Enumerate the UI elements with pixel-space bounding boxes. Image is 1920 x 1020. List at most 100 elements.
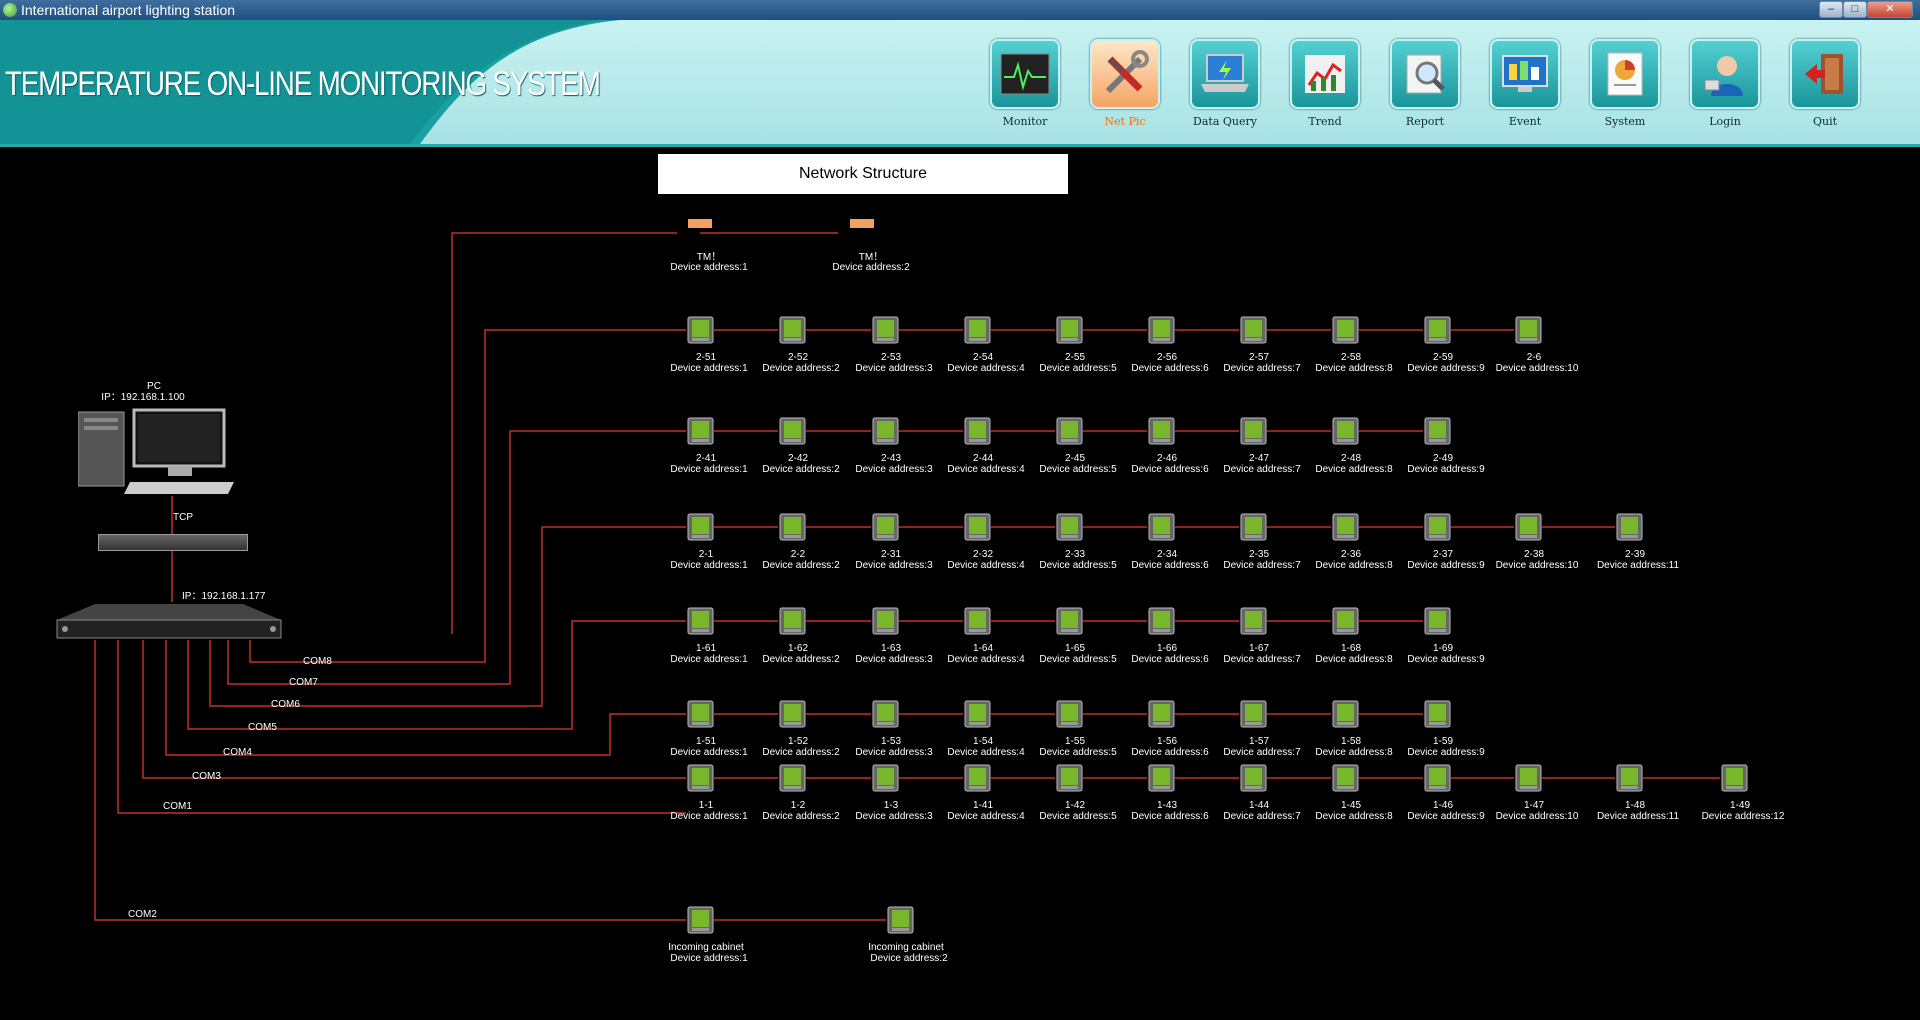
meter-device-1-48[interactable] (1616, 764, 1643, 792)
meter-device-2-36[interactable] (1332, 513, 1359, 541)
meter-device-1-56[interactable] (1148, 700, 1175, 728)
meter-device-1-55[interactable] (1056, 700, 1083, 728)
maximize-button[interactable]: □ (1843, 1, 1867, 18)
tcp-label: TCP (173, 512, 193, 523)
meter-device-2-44[interactable] (964, 417, 991, 445)
meter-device-1-49[interactable] (1721, 764, 1748, 792)
meter-device-2-37[interactable] (1424, 513, 1451, 541)
tm-device-2[interactable] (850, 219, 874, 228)
nav-button-trend[interactable]: Trend (1290, 39, 1360, 128)
device-name-label: 2-33 (1064, 549, 1086, 560)
meter-device-2-32[interactable] (964, 513, 991, 541)
meter-device-2-39[interactable] (1616, 513, 1643, 541)
nav-button-event[interactable]: Event (1490, 39, 1560, 128)
meter-device-1-52[interactable] (779, 700, 806, 728)
meter-device-1-63[interactable] (872, 607, 899, 635)
meter-device-1-62[interactable] (779, 607, 806, 635)
meter-device-1-65[interactable] (1056, 607, 1083, 635)
device-address-label: Device address:3 (855, 464, 933, 475)
meter-device-2-48[interactable] (1332, 417, 1359, 445)
nav-button-net-pic[interactable]: Net Pic (1090, 39, 1160, 128)
meter-device-1-46[interactable] (1424, 764, 1451, 792)
meter-device-2-33[interactable] (1056, 513, 1083, 541)
meter-device-1-42[interactable] (1056, 764, 1083, 792)
meter-device-1-2[interactable] (779, 764, 806, 792)
device-name-label: 1-48 (1624, 800, 1646, 811)
meter-device-1-61[interactable] (687, 607, 714, 635)
meter-device-2-45[interactable] (1056, 417, 1083, 445)
meter-device-1-41[interactable] (964, 764, 991, 792)
meter-device-1-53[interactable] (872, 700, 899, 728)
serial-server-icon[interactable] (55, 602, 283, 640)
meter-device-2-59[interactable] (1424, 316, 1451, 344)
meter-device-incoming-cabinet[interactable] (887, 906, 914, 934)
meter-device-2-35[interactable] (1240, 513, 1267, 541)
nav-button-login[interactable]: Login (1690, 39, 1760, 128)
meter-device-2-55[interactable] (1056, 316, 1083, 344)
device-name-label: 2-51 (695, 352, 717, 363)
meter-device-1-58[interactable] (1332, 700, 1359, 728)
meter-device-1-44[interactable] (1240, 764, 1267, 792)
meter-device-incoming-cabinet[interactable] (687, 906, 714, 934)
meter-device-2-51[interactable] (687, 316, 714, 344)
device-address-label: Device address:6 (1131, 464, 1209, 475)
nav-button-system[interactable]: System (1590, 39, 1660, 128)
meter-device-2-46[interactable] (1148, 417, 1175, 445)
meter-device-1-47[interactable] (1515, 764, 1542, 792)
meter-device-1-1[interactable] (687, 764, 714, 792)
device-address-label: Device address:10 (1495, 363, 1579, 374)
meter-device-2-53[interactable] (872, 316, 899, 344)
meter-device-2-41[interactable] (687, 417, 714, 445)
meter-device-2-43[interactable] (872, 417, 899, 445)
meter-device-1-43[interactable] (1148, 764, 1175, 792)
meter-device-1-67[interactable] (1240, 607, 1267, 635)
meter-device-1-68[interactable] (1332, 607, 1359, 635)
meter-device-1-59[interactable] (1424, 700, 1451, 728)
meter-device-2-1[interactable] (687, 513, 714, 541)
device-address-label: Device address:6 (1131, 654, 1209, 665)
meter-device-2-49[interactable] (1424, 417, 1451, 445)
meter-device-2-57[interactable] (1240, 316, 1267, 344)
meter-device-1-66[interactable] (1148, 607, 1175, 635)
nav-button-label: Monitor (1002, 115, 1048, 128)
pc-computer-icon[interactable] (77, 408, 234, 496)
device-address-label: Device address:10 (1495, 560, 1579, 571)
minimize-button[interactable]: – (1819, 1, 1843, 18)
nav-button-monitor[interactable]: Monitor (990, 39, 1060, 128)
meter-device-2-47[interactable] (1240, 417, 1267, 445)
device-name-label: 2-57 (1248, 352, 1270, 363)
meter-device-1-69[interactable] (1424, 607, 1451, 635)
meter-device-1-51[interactable] (687, 700, 714, 728)
server-ip-label: IP：192.168.1.177 (182, 591, 266, 602)
nav-button-quit[interactable]: Quit (1790, 39, 1860, 128)
com-line-com8 (249, 329, 686, 663)
device-name-label: 1-2 (790, 800, 806, 811)
meter-device-2-2[interactable] (779, 513, 806, 541)
meter-device-2-38[interactable] (1515, 513, 1542, 541)
device-name-label: Incoming cabinet (868, 942, 944, 953)
com-line-com6 (209, 526, 686, 707)
nav-button-report[interactable]: Report (1390, 39, 1460, 128)
meter-device-1-45[interactable] (1332, 764, 1359, 792)
meter-device-1-54[interactable] (964, 700, 991, 728)
meter-device-2-34[interactable] (1148, 513, 1175, 541)
close-button[interactable]: ✕ (1867, 1, 1913, 18)
meter-device-2-52[interactable] (779, 316, 806, 344)
network-switch-icon[interactable] (98, 534, 248, 551)
device-address-label: Device address:9 (1407, 560, 1485, 571)
device-address-label: Device address:6 (1131, 363, 1209, 374)
nav-button-data-query[interactable]: Data Query (1190, 39, 1260, 128)
device-name-label: 1-58 (1340, 736, 1362, 747)
meter-device-2-31[interactable] (872, 513, 899, 541)
meter-device-1-64[interactable] (964, 607, 991, 635)
meter-device-2-42[interactable] (779, 417, 806, 445)
meter-device-2-56[interactable] (1148, 316, 1175, 344)
tm-device-1[interactable] (688, 219, 712, 228)
device-name-label: 2-43 (880, 453, 902, 464)
meter-device-1-3[interactable] (872, 764, 899, 792)
meter-device-2-58[interactable] (1332, 316, 1359, 344)
meter-device-2-54[interactable] (964, 316, 991, 344)
meter-device-2-6[interactable] (1515, 316, 1542, 344)
exit-door-icon (1790, 39, 1860, 109)
meter-device-1-57[interactable] (1240, 700, 1267, 728)
